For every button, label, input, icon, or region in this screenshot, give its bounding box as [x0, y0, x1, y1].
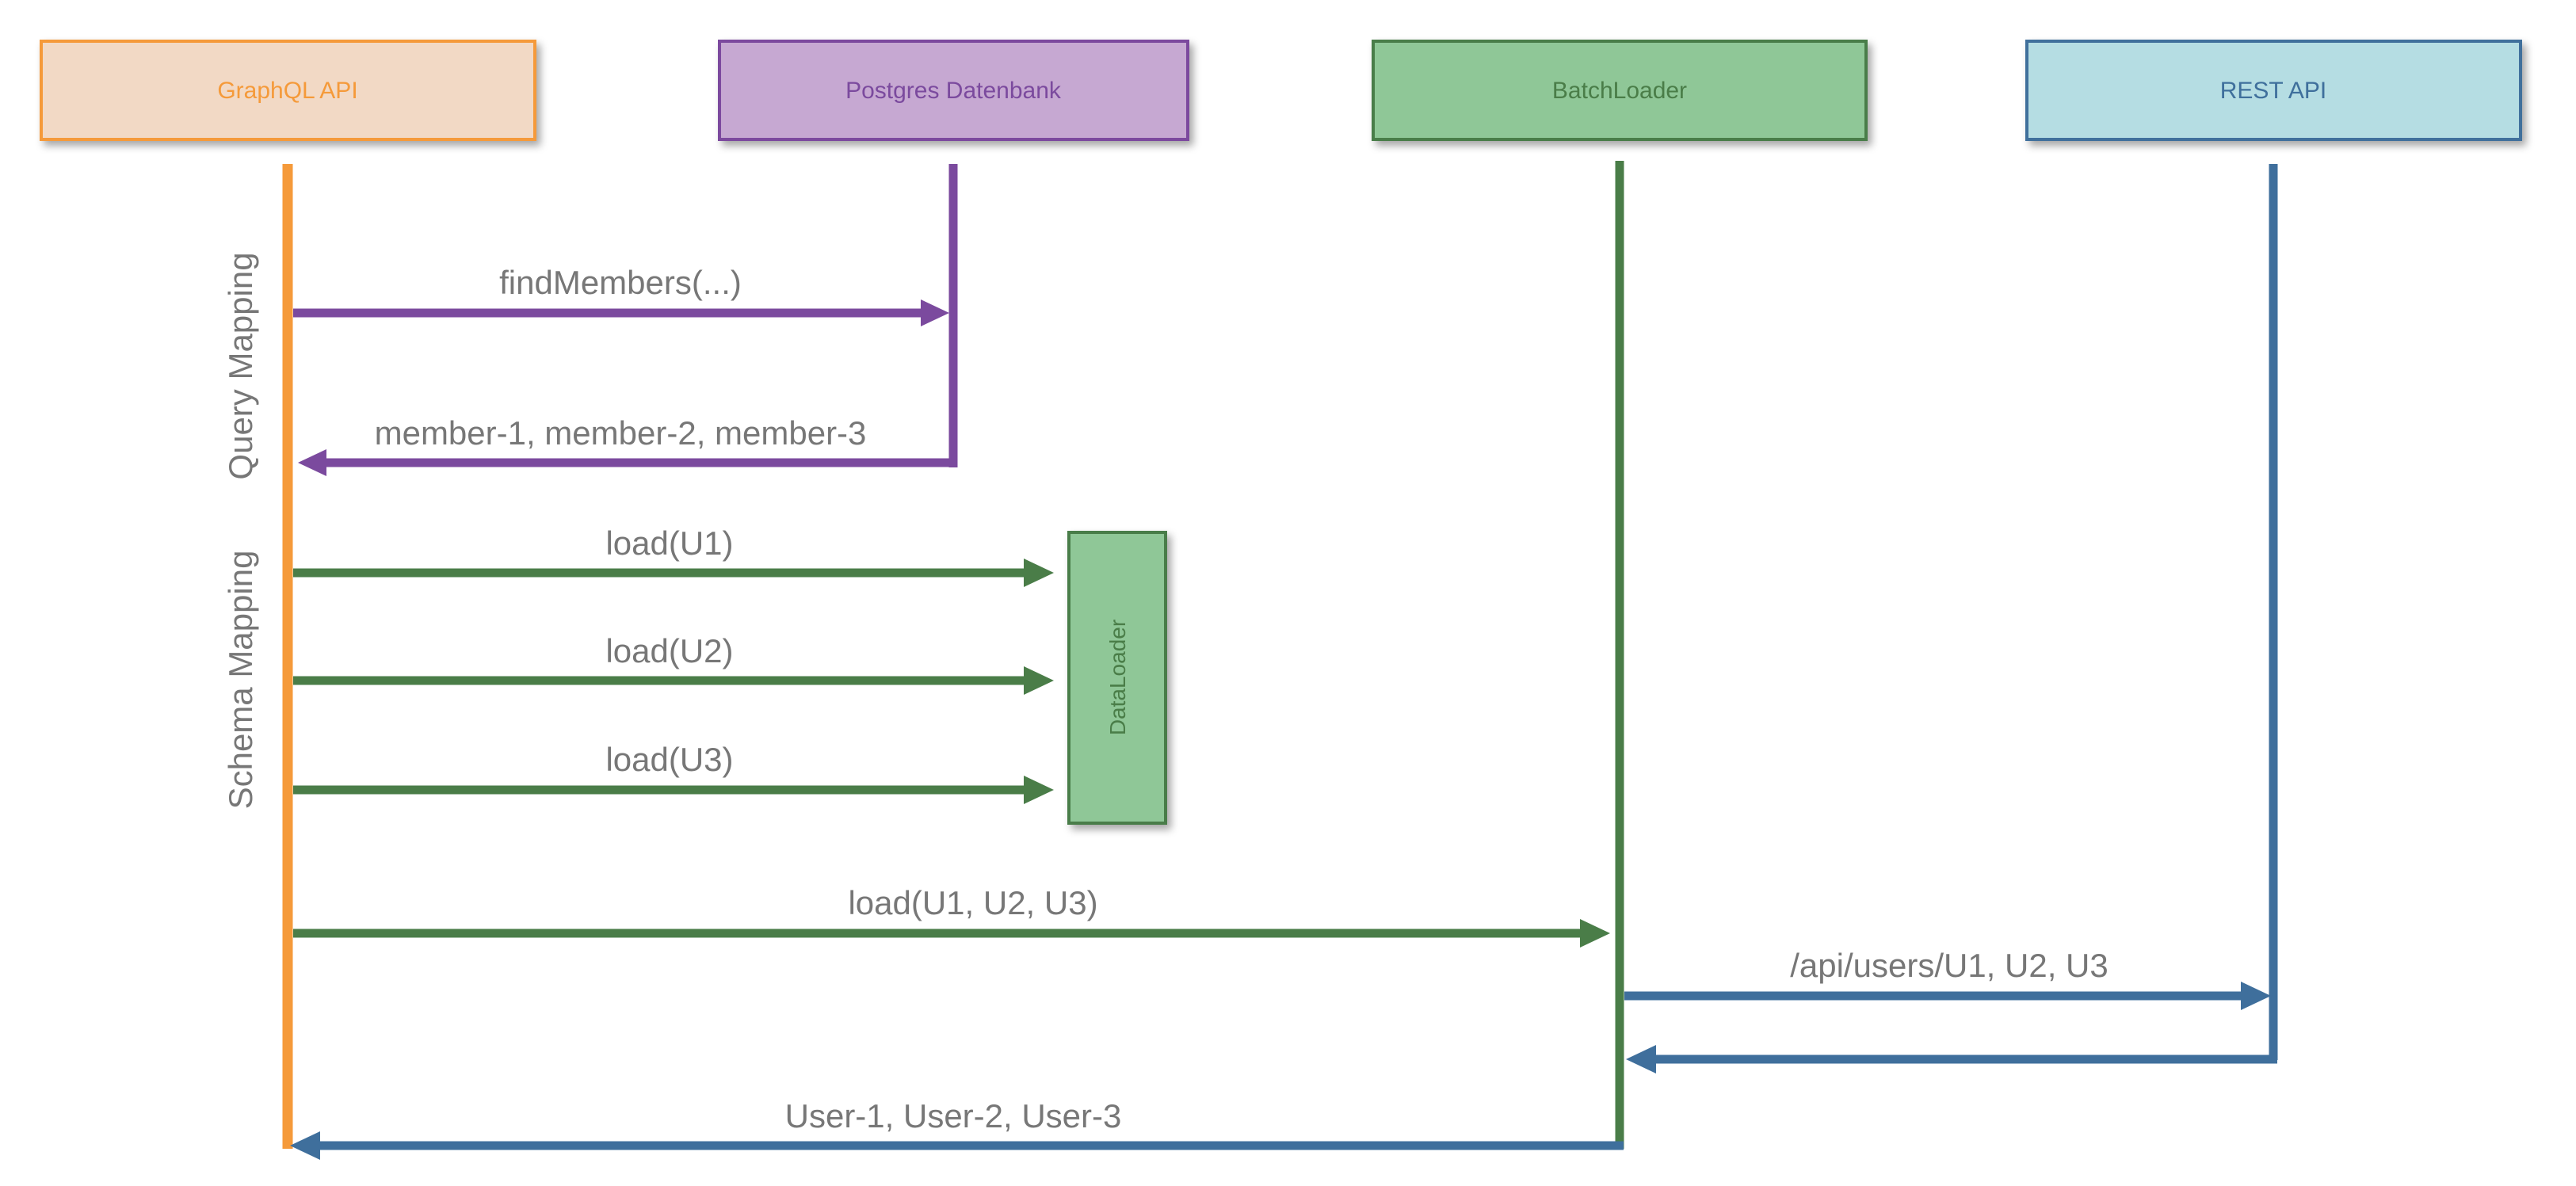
participant-postgres-label: Postgres Datenbank	[845, 78, 1062, 104]
participant-batchloader: BatchLoader	[1372, 40, 1868, 141]
message-label: load(U1)	[605, 524, 733, 562]
message-label: member-1, member-2, member-3	[375, 414, 867, 452]
participant-postgres-datenbank: Postgres Datenbank	[718, 40, 1189, 141]
participant-rest-label: REST API	[2220, 78, 2327, 104]
participant-batchloader-label: BatchLoader	[1552, 78, 1687, 104]
phase-label-query-mapping: Query Mapping	[222, 252, 259, 479]
arrowhead-left	[1626, 1045, 1656, 1074]
phase-label-schema-mapping: Schema Mapping	[222, 551, 259, 810]
arrowhead-right	[1024, 559, 1054, 587]
arrowhead-left	[290, 1131, 320, 1160]
dataloader-label: DataLoader	[1105, 620, 1130, 735]
message-rest-call: /api/users/U1, U2, U3	[1624, 947, 2271, 1010]
message-label: findMembers(...)	[499, 264, 742, 301]
arrowhead-right	[2241, 982, 2271, 1010]
message-label: User-1, User-2, User-3	[785, 1097, 1122, 1135]
message-load-u1: load(U1)	[293, 524, 1054, 587]
message-label: /api/users/U1, U2, U3	[1790, 947, 2109, 984]
message-label: load(U3)	[605, 741, 733, 778]
message-load-u3: load(U3)	[293, 741, 1054, 804]
message-rest-return	[1626, 1045, 2277, 1074]
arrowhead-right	[921, 299, 949, 326]
arrowhead-left	[298, 449, 326, 476]
participant-graphql-api: GraphQL API	[40, 40, 536, 141]
arrowhead-right	[1024, 666, 1054, 695]
arrowhead-right	[1580, 919, 1610, 948]
message-members-return: member-1, member-2, member-3	[298, 414, 957, 476]
message-load-u2: load(U2)	[293, 632, 1054, 695]
message-users-return: User-1, User-2, User-3	[290, 1097, 1624, 1160]
message-label: load(U1, U2, U3)	[848, 884, 1097, 921]
participant-rest-api: REST API	[2025, 40, 2522, 141]
arrowhead-right	[1024, 776, 1054, 804]
participant-graphql-label: GraphQL API	[217, 78, 357, 104]
dataloader-box: DataLoader	[1067, 531, 1167, 825]
message-label: load(U2)	[605, 632, 733, 669]
message-load-batch: load(U1, U2, U3)	[293, 884, 1610, 948]
message-find-members: findMembers(...)	[293, 264, 949, 326]
